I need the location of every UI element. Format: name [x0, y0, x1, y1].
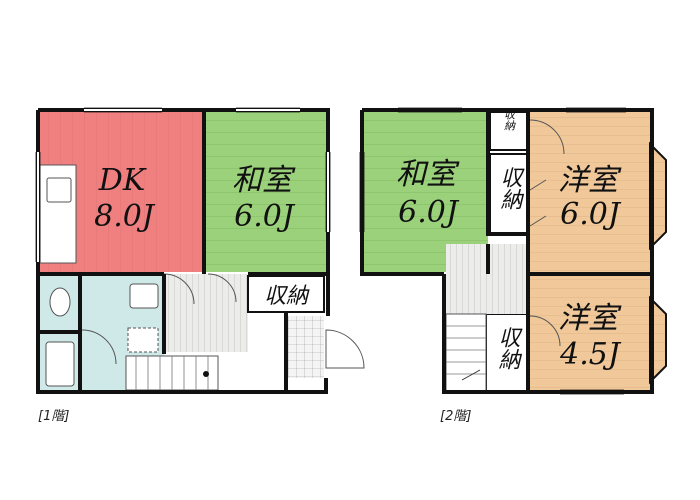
bathtub [45, 341, 75, 387]
door-swing-5 [529, 179, 547, 227]
storage-1f [247, 275, 325, 313]
floor-1-label: [1階] [38, 409, 69, 424]
storage-2f-lower-name: 収納 [495, 326, 521, 370]
washitsu-1f-size: 6.0J [234, 199, 296, 234]
toilet-bowl [49, 287, 71, 317]
youshitsu-45-size: 4.5J [559, 337, 622, 372]
washitsu-1f-name: 和室 [232, 163, 296, 198]
youshitsu-45-name: 洋室 [558, 301, 622, 336]
dk-size: 8.0J [94, 199, 156, 234]
hall-1f [164, 274, 248, 352]
youshitsu-6-room [530, 112, 650, 272]
washitsu-2f-size: 6.0J [398, 195, 460, 230]
dk-name: DK [98, 163, 147, 198]
storage-2f-mid-name: 収納 [497, 166, 523, 210]
door-swing-3 [207, 273, 237, 303]
door-swing-6 [529, 315, 561, 347]
youshitsu-45-room [530, 276, 650, 392]
stairs-2f [445, 313, 487, 393]
wash-basin [129, 283, 159, 309]
washing-machine [127, 327, 159, 353]
kitchen-sink [46, 177, 72, 203]
washitsu-2f-name: 和室 [396, 157, 460, 192]
walls-2f [360, 108, 654, 394]
genkan [286, 316, 324, 378]
youshitsu-6-name: 洋室 [558, 163, 622, 198]
entrance-door [325, 329, 365, 369]
door-swing-4 [529, 119, 565, 155]
door-swing-1 [163, 273, 195, 305]
youshitsu-6-size: 6.0J [560, 197, 622, 232]
door-swing-2 [81, 329, 117, 365]
floor-2: 和室 6.0J 洋室 6.0J 洋室 4.5J 収納 収納 収納 [2階] [359, 107, 667, 424]
floor-1: DK 8.0J 和室 6.0J 収納 [1階] [35, 107, 365, 424]
floor-2-label: [2階] [440, 409, 471, 424]
windows-1f [37, 109, 329, 262]
storage-1f-name: 収納 [264, 284, 310, 309]
stairs-1f [125, 355, 219, 391]
washitsu-1f-room [204, 112, 326, 272]
storage-2f-small-name: 収納 [502, 109, 516, 131]
